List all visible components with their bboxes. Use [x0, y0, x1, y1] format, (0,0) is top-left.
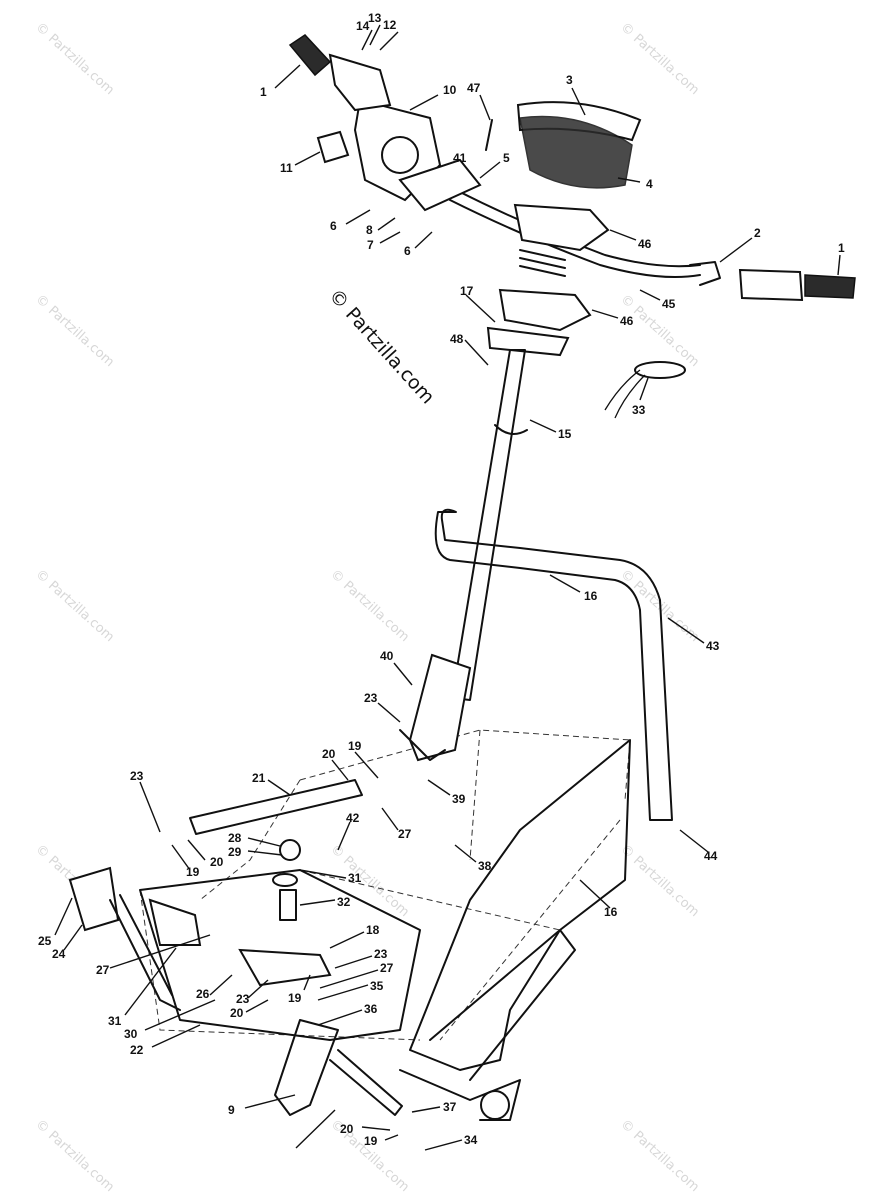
chassis-outline [139, 729, 631, 1041]
callout: 19 [186, 865, 200, 879]
watermark: © Partzilla.com [617, 20, 702, 98]
bumper-loop [434, 508, 673, 821]
callout: 39 [452, 792, 466, 806]
callout: 18 [366, 923, 380, 937]
watermark: © Partzilla.com [32, 20, 117, 98]
callout: 22 [130, 1043, 144, 1057]
callout: 30 [124, 1027, 138, 1041]
callout: 14 [356, 19, 370, 33]
callout: 46 [620, 314, 634, 328]
watermark: © Partzilla.com [617, 1117, 702, 1195]
callout: 24 [52, 947, 66, 961]
copyright-text: © Partzilla.com [324, 285, 438, 409]
callout: 13 [368, 11, 382, 25]
callout: 35 [370, 979, 384, 993]
watermark: © Partzilla.com [32, 292, 117, 370]
callout: 8 [366, 223, 373, 237]
callout: 6 [330, 219, 337, 233]
callout: 44 [704, 849, 718, 863]
callout: 20 [322, 747, 336, 761]
callout: 31 [348, 871, 362, 885]
callout: 16 [604, 905, 618, 919]
watermark: © Partzilla.com [617, 292, 702, 370]
callout: 19 [348, 739, 362, 753]
callout: 2 [754, 226, 761, 240]
callout: 19 [364, 1134, 378, 1148]
callout: 23 [364, 691, 378, 705]
callout: 28 [228, 831, 242, 845]
callout: 29 [228, 845, 242, 859]
watermark: © Partzilla.com [327, 567, 412, 645]
watermark: © Partzilla.com [617, 842, 702, 920]
callout: 4 [646, 177, 653, 191]
callout: 46 [638, 237, 652, 251]
callout: 31 [108, 1014, 122, 1028]
callout-labels: 1 14 13 12 3 10 47 11 5 41 4 6 8 7 6 46 … [38, 11, 845, 1148]
callout: 19 [288, 991, 302, 1005]
callout: 27 [380, 961, 394, 975]
callout: 11 [280, 161, 293, 175]
callout: 9 [228, 1103, 235, 1117]
frame-body [139, 739, 631, 1121]
callout: 37 [443, 1100, 457, 1114]
callout: 1 [838, 241, 845, 255]
callout: 23 [130, 769, 144, 783]
callout: 6 [404, 244, 411, 258]
callout: 48 [450, 332, 464, 346]
callout: 26 [196, 987, 210, 1001]
callout: 17 [460, 284, 474, 298]
callout: 23 [236, 992, 250, 1006]
watermark: © Partzilla.com [32, 567, 117, 645]
handlebar-assembly [288, 34, 856, 419]
callout: 10 [443, 83, 457, 97]
callout: 1 [260, 85, 267, 99]
callout: 21 [252, 771, 266, 785]
callout: 33 [632, 403, 646, 417]
callout: 45 [662, 297, 676, 311]
callout: 27 [398, 827, 412, 841]
callout: 5 [503, 151, 510, 165]
lower-steering [68, 839, 403, 1116]
steering-column [399, 349, 528, 762]
callout: 20 [210, 855, 224, 869]
leader-lines [54, 24, 841, 1151]
callout: 43 [706, 639, 720, 653]
callout: 3 [566, 73, 573, 87]
callout: 20 [340, 1122, 354, 1136]
callout: 42 [346, 811, 360, 825]
callout: 38 [478, 859, 492, 873]
tie-rod [189, 779, 363, 835]
callout: 32 [337, 895, 351, 909]
callout: 27 [96, 963, 110, 977]
callout: 34 [464, 1133, 478, 1147]
callout: 25 [38, 934, 52, 948]
watermark-layer: © Partzilla.com © Partzilla.com © Partzi… [32, 20, 702, 1195]
callout: 23 [374, 947, 388, 961]
callout: 16 [584, 589, 598, 603]
callout: 36 [364, 1002, 378, 1016]
callout: 15 [558, 427, 572, 441]
callout: 40 [380, 649, 394, 663]
callout: 7 [367, 238, 374, 252]
callout: 12 [383, 18, 397, 32]
watermark: © Partzilla.com [32, 1117, 117, 1195]
callout: 47 [467, 81, 481, 95]
callout: 41 [453, 151, 467, 165]
callout: 20 [230, 1006, 244, 1020]
